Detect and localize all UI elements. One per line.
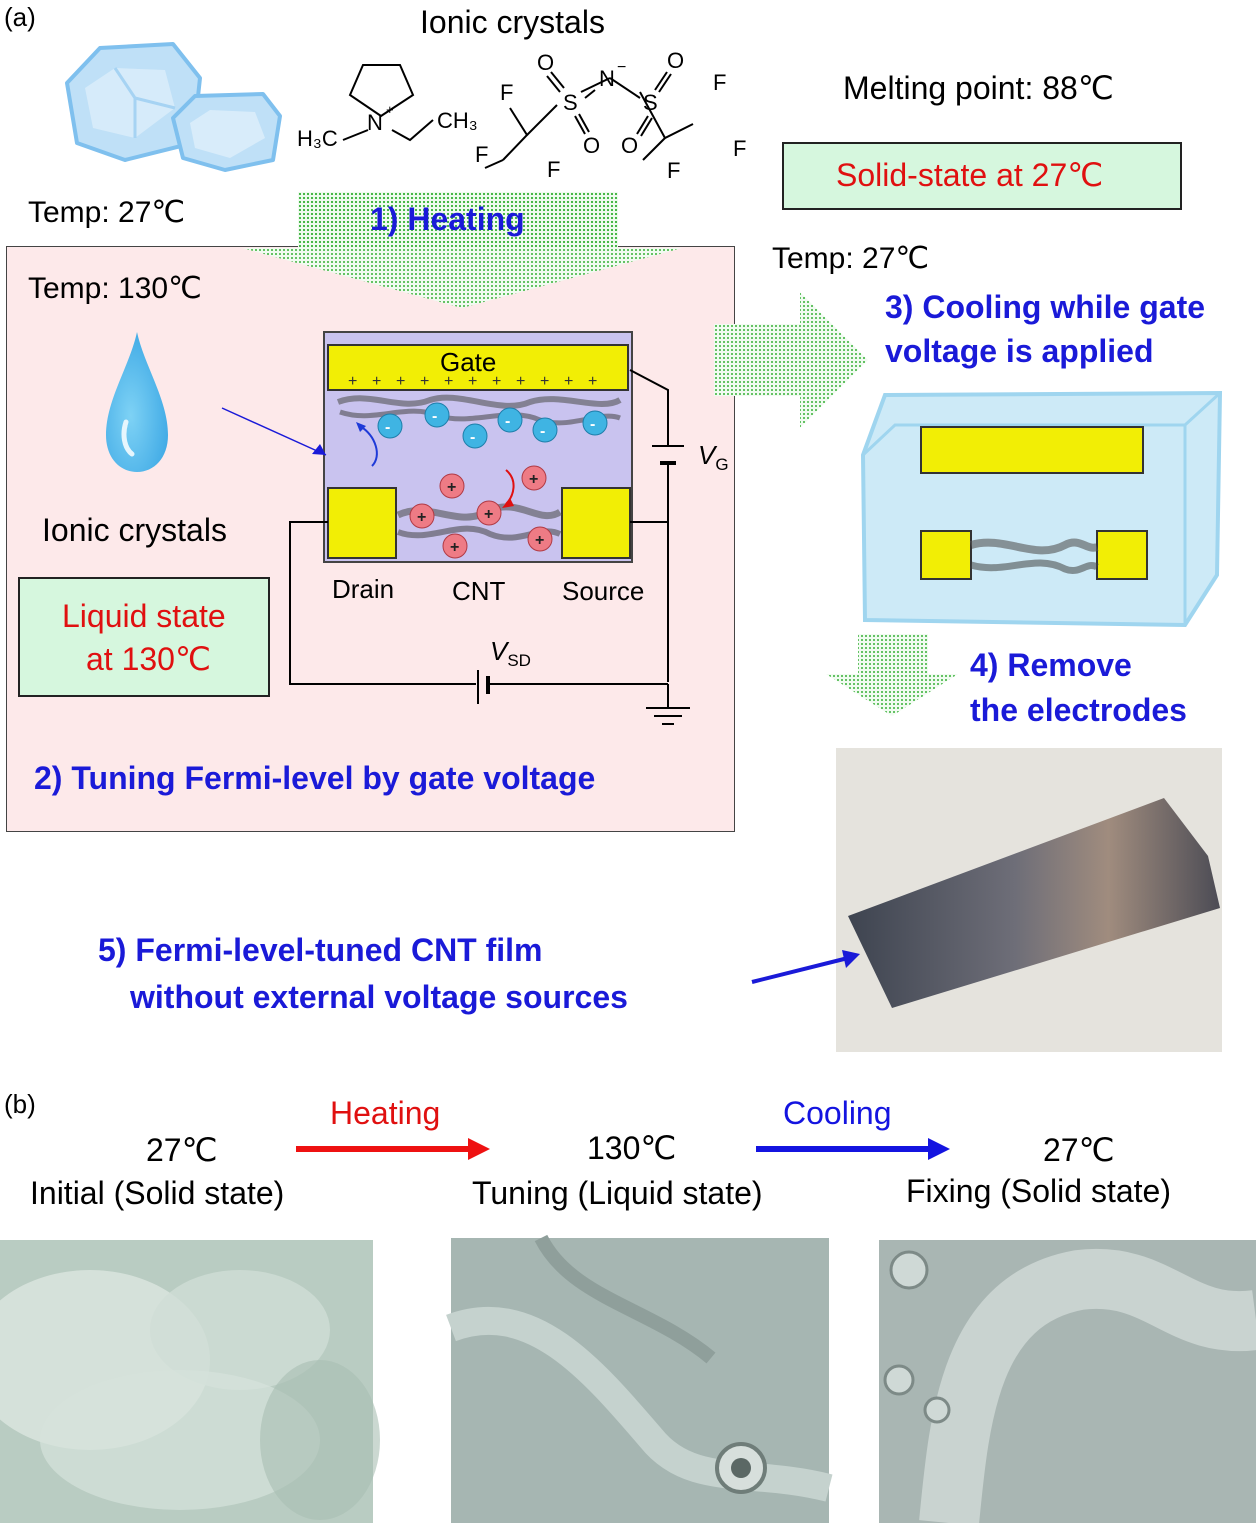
svg-text:+: + — [444, 373, 453, 390]
stage1-desc: Initial (Solid state) — [30, 1175, 285, 1211]
svg-text:O: O — [537, 50, 554, 75]
svg-text:O: O — [667, 48, 684, 73]
frozen-device-illustration — [860, 390, 1223, 628]
stage3-desc: Fixing (Solid state) — [906, 1173, 1171, 1209]
svg-text:O: O — [583, 133, 600, 158]
solid-state-label: Solid-state at 27℃ — [836, 157, 1104, 193]
panel-a-label: (a) — [4, 2, 36, 32]
svg-text:F: F — [475, 142, 488, 167]
heating-arrow-head — [242, 248, 682, 308]
svg-text:+: + — [420, 373, 429, 390]
svg-text:+: + — [484, 506, 493, 523]
svg-text:-: - — [590, 416, 595, 433]
step5-line1: 5) Fermi-level-tuned CNT film — [98, 932, 543, 968]
drop-label: Ionic crystals — [42, 512, 227, 548]
svg-text:+: + — [372, 373, 381, 390]
svg-text:O: O — [621, 133, 638, 158]
device-schematic: + + + + + + + + + + + - - - - - - + + + + + + — [221, 331, 690, 725]
stage1-temp: 27℃ — [146, 1132, 218, 1168]
svg-text:F: F — [733, 136, 746, 161]
svg-text:+: + — [468, 373, 477, 390]
tuning-liquid-photo — [446, 1234, 833, 1523]
svg-text:-: - — [540, 423, 545, 440]
ionic-molecule-structure: N + H₃C CH₃ F F F S O O N − S O O F F F — [297, 48, 746, 183]
svg-text:+: + — [447, 479, 456, 496]
temp-hot-label: Temp: 130℃ — [28, 272, 202, 305]
crystal-icon — [65, 42, 282, 172]
initial-solid-photo — [0, 1240, 380, 1523]
svg-text:-: - — [432, 408, 437, 425]
svg-text:+: + — [535, 532, 544, 549]
vg-label: VG — [698, 440, 729, 475]
cation-n: N — [367, 110, 383, 135]
h3c-label: H₃C — [297, 126, 338, 151]
svg-text:-: - — [385, 419, 390, 436]
heating-arrow-shaft — [298, 192, 618, 250]
step4-line2: the electrodes — [970, 692, 1187, 728]
heating-arrow — [296, 1138, 490, 1160]
vsd-label: VSD — [490, 636, 531, 671]
anion-n: N — [599, 66, 615, 91]
svg-text:+: + — [492, 373, 501, 390]
stage3-temp: 27℃ — [1043, 1132, 1115, 1168]
svg-text:+: + — [564, 373, 573, 390]
liquid-state-box — [18, 577, 270, 697]
solid-state-box — [782, 142, 1182, 210]
svg-text:+: + — [529, 471, 538, 488]
sulfur-right: S — [643, 90, 658, 115]
svg-text:−: − — [617, 59, 626, 76]
svg-text:F: F — [500, 80, 513, 105]
melting-point-label: Melting point: 88℃ — [843, 70, 1114, 106]
ionic-crystals-title: Ionic crystals — [420, 4, 605, 40]
svg-text:+: + — [386, 102, 394, 117]
sulfur-left: S — [563, 90, 578, 115]
cooling-arrow — [756, 1138, 950, 1160]
cooling-arrow-right — [714, 292, 868, 428]
svg-text:F: F — [547, 157, 560, 182]
cooling-label: Cooling — [783, 1095, 892, 1131]
gate-label: Gate — [440, 347, 497, 377]
step3-line2: voltage is applied — [885, 333, 1154, 369]
stage2-temp: 130℃ — [587, 1130, 677, 1166]
stage2-desc: Tuning (Liquid state) — [472, 1175, 763, 1211]
step5-pointer-arrow — [751, 950, 860, 984]
svg-text:+: + — [417, 509, 426, 526]
step1-heating-label: 1) Heating — [370, 201, 525, 237]
cnt-label: CNT — [452, 576, 506, 606]
panel-b-label: (b) — [4, 1089, 36, 1119]
svg-text:F: F — [667, 158, 680, 183]
step2-tuning-label: 2) Tuning Fermi-level by gate voltage — [34, 760, 596, 796]
temp-initial-label: Temp: 27℃ — [28, 196, 186, 229]
temp-cool-label: Temp: 27℃ — [772, 242, 930, 275]
svg-text:+: + — [348, 373, 357, 390]
svg-text:+: + — [516, 373, 525, 390]
step3-line1: 3) Cooling while gate — [885, 289, 1206, 325]
liquid-state-line1: Liquid state — [62, 598, 226, 634]
svg-text:F: F — [713, 70, 726, 95]
heating-label: Heating — [330, 1095, 441, 1131]
svg-text:+: + — [450, 539, 459, 556]
ch3-label: CH₃ — [437, 108, 478, 133]
fixing-solid-photo — [879, 1240, 1256, 1523]
remove-arrow-down — [826, 634, 958, 716]
svg-text:+: + — [540, 373, 549, 390]
svg-text:+: + — [588, 373, 597, 390]
svg-text:+: + — [396, 373, 405, 390]
source-label: Source — [562, 576, 645, 606]
step5-line2: without external voltage sources — [130, 979, 628, 1015]
droplet-icon — [106, 332, 168, 472]
svg-text:-: - — [505, 413, 510, 430]
cnt-film-photo — [836, 748, 1222, 1052]
liquid-state-line2: at 130℃ — [86, 641, 211, 677]
svg-text:-: - — [470, 429, 475, 446]
step4-line1: 4) Remove — [970, 647, 1132, 683]
drain-label: Drain — [332, 574, 395, 604]
